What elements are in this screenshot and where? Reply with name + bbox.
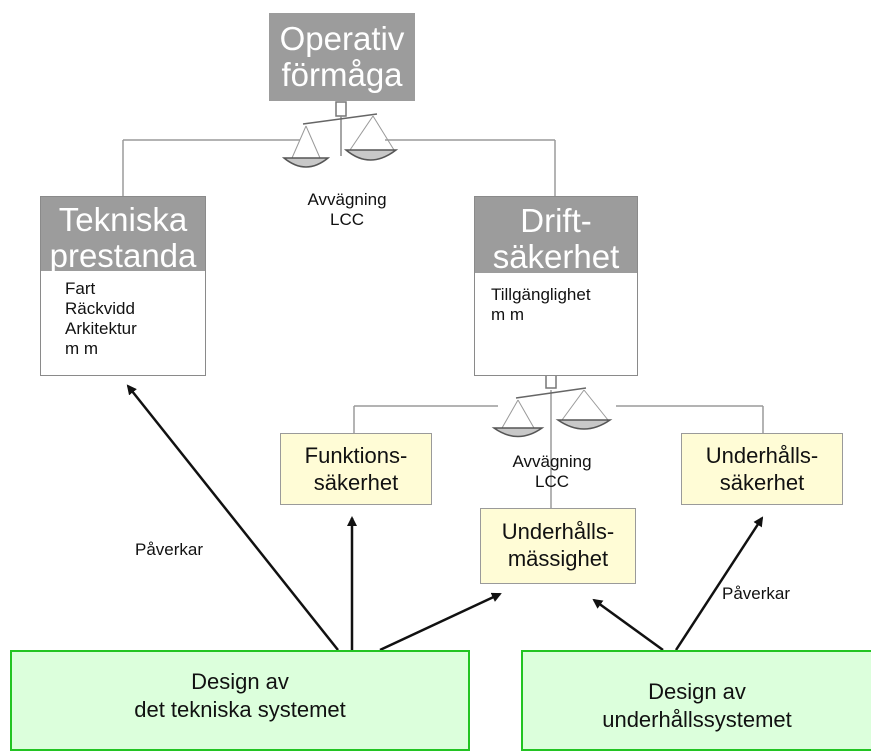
balance-scale-top-icon [281, 101, 399, 168]
uh-massighet-line-1: Underhålls- [501, 519, 615, 544]
underhallsmassighet-box: Underhålls- mässighet [480, 508, 636, 584]
top-tree-lines [122, 139, 556, 196]
funktion-line-1: Funktions- [304, 443, 408, 468]
tekniska-item: Arkitektur [65, 319, 137, 338]
drift-item: m m [491, 305, 525, 324]
design-underhallssystemet-box: Design av underhållssystemet [521, 650, 871, 751]
tekniska-item: m m [65, 339, 99, 358]
drift-title-line-1: Drift- [520, 202, 592, 239]
tekniska-title-line-1: Tekniska [58, 201, 188, 238]
underhallssakerhet-box: Underhålls- säkerhet [681, 433, 843, 505]
uh-massighet-line-2: mässighet [507, 546, 609, 571]
tekniska-prestanda-box: Tekniska prestanda Fart Räckvidd Arkitek… [40, 196, 206, 376]
bottom-tree-lines [353, 390, 764, 508]
avvagning-bottom-line-2: LCC [534, 472, 569, 491]
arrow-to-underhalls-sakerhet [674, 516, 764, 651]
paverkar-label-right: Påverkar [722, 584, 791, 603]
operativ-title-line-2: förmåga [281, 56, 403, 93]
tekniska-items: Fart Räckvidd Arkitektur m m [41, 271, 205, 359]
design-tech-line-2: det tekniska systemet [134, 697, 346, 722]
operativ-formaga-box: Operativ förmåga [269, 13, 415, 101]
uh-sakerhet-line-2: säkerhet [719, 470, 805, 495]
drift-item: Tillgänglighet [491, 285, 591, 304]
design-maint-line-2: underhållssystemet [602, 707, 792, 732]
tekniska-item: Räckvidd [65, 299, 135, 318]
tekniska-header: Tekniska prestanda [41, 197, 205, 274]
influence-arrows [126, 384, 764, 652]
funktionssakerhet-box: Funktions- säkerhet [280, 433, 432, 505]
paverkar-label-left: Påverkar [135, 540, 204, 559]
arrow-to-tekniska [126, 384, 339, 651]
funktion-line-2: säkerhet [313, 470, 399, 495]
balance-scale-bottom-icon [491, 373, 613, 438]
operativ-title-line-1: Operativ [279, 20, 405, 57]
uh-sakerhet-line-1: Underhålls- [705, 443, 819, 468]
avvagning-top-line-2: LCC [329, 210, 364, 229]
design-tech-line-1: Design av [191, 669, 289, 694]
drift-title-line-2: säkerhet [492, 238, 620, 275]
avvagning-bottom-label: Avvägning LCC [496, 452, 608, 492]
driftsakerhet-header: Drift- säkerhet [475, 197, 637, 275]
tekniska-title-line-2: prestanda [49, 237, 197, 274]
avvagning-top-line-1: Avvägning [307, 190, 387, 209]
avvagning-top-label: Avvägning LCC [284, 190, 410, 230]
design-maint-line-1: Design av [648, 679, 746, 704]
drift-items: Tillgänglighet m m [475, 273, 637, 325]
avvagning-bottom-line-1: Avvägning [512, 452, 592, 471]
driftsakerhet-box: Drift- säkerhet Tillgänglighet m m [474, 196, 638, 376]
tekniska-item: Fart [65, 279, 96, 298]
design-tekniska-systemet-box: Design av det tekniska systemet [10, 650, 470, 751]
arrow-to-massighet-left [379, 592, 502, 652]
arrow-to-massighet-right [592, 598, 664, 652]
